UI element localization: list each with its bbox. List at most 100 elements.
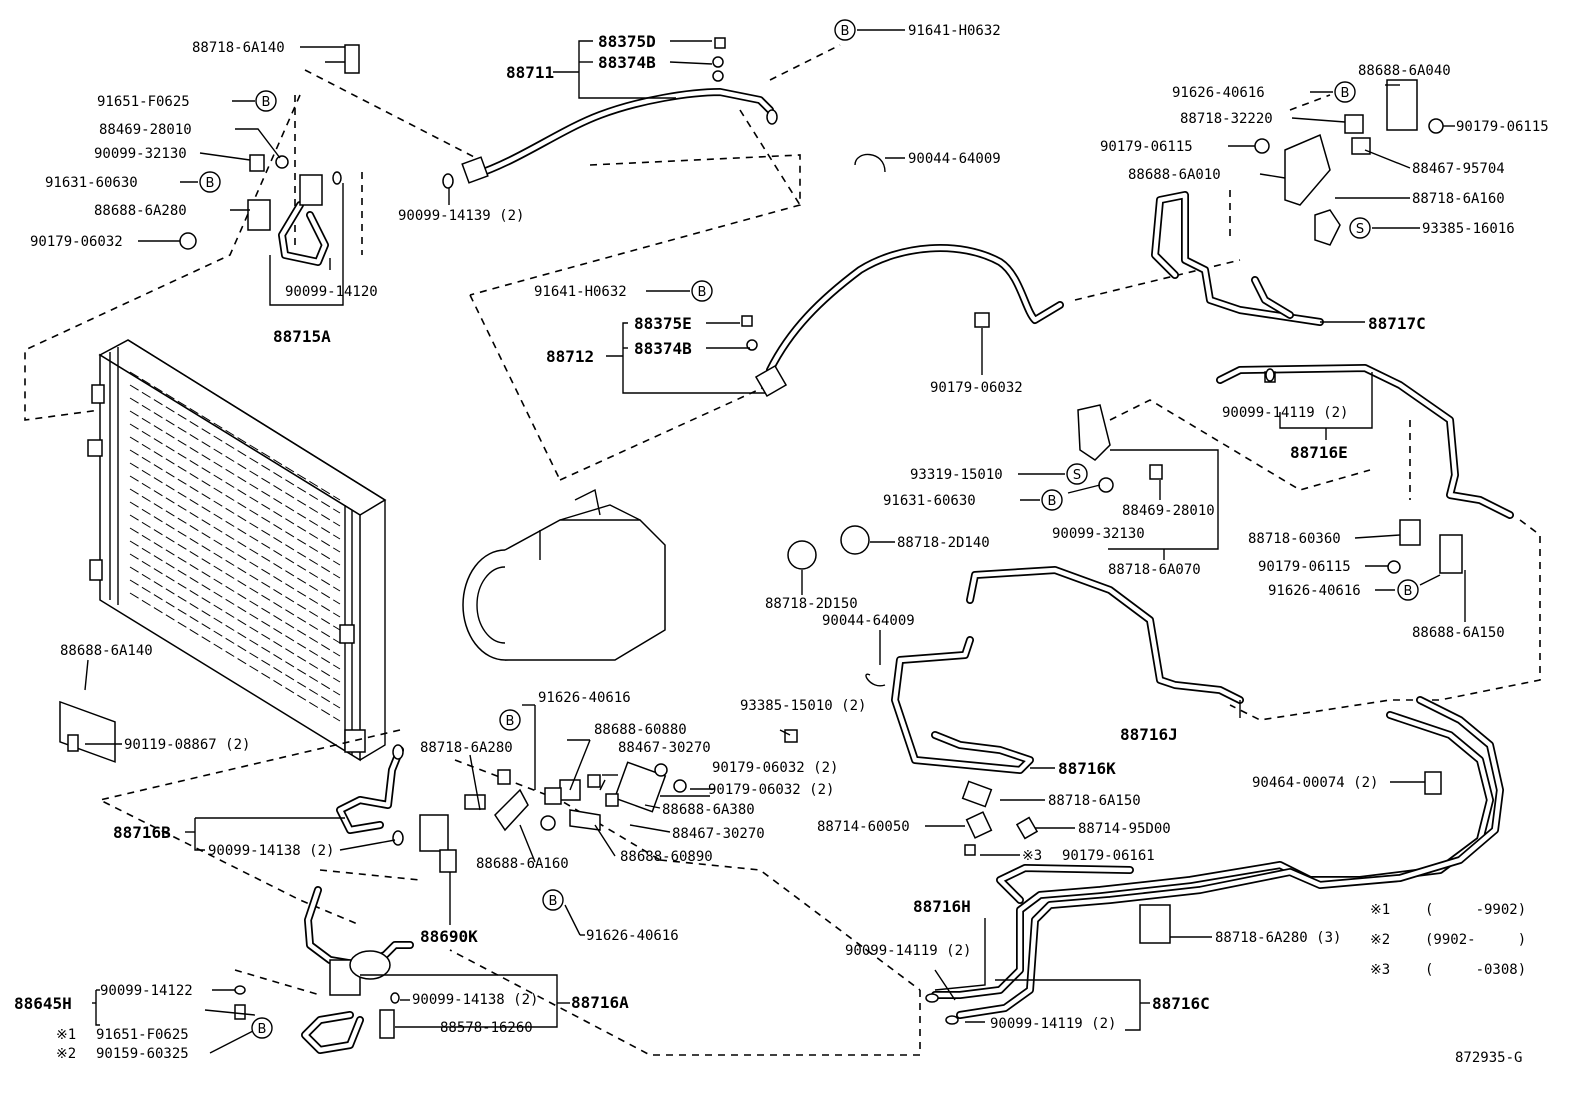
label-88712: 88712 — [546, 347, 594, 366]
svg-text:B: B — [698, 285, 707, 300]
label-90099-14119: 90099-14119 (2) — [990, 1016, 1116, 1032]
label-90464-00074: 90464-00074 (2) — [1252, 775, 1378, 791]
label-90119-08867: 90119-08867 (2) — [124, 737, 250, 753]
label-88718-60360: 88718-60360 — [1248, 531, 1341, 547]
label-91631-60630: 91631-60630 — [883, 493, 976, 509]
s-mark: S — [1349, 217, 1371, 239]
label-91631-60630: 91631-60630 — [45, 175, 138, 191]
notes-legend: ※1 ( -9902) ※2 (9902- ) ※3 ( -0308) 8729… — [1370, 902, 1526, 1066]
svg-text:B: B — [1404, 584, 1413, 599]
label-88375D: 88375D — [598, 32, 656, 51]
label-88578-16260: 88578-16260 — [440, 1020, 533, 1036]
label-90179-06161: 90179-06161 — [1062, 848, 1155, 864]
svg-text:S: S — [1356, 222, 1364, 237]
label-91641-H0632: 91641-H0632 — [908, 23, 1001, 39]
leader-lines — [84, 29, 1466, 1054]
b-mark: B — [251, 1017, 273, 1039]
label-88688-6A150: 88688-6A150 — [1412, 625, 1505, 641]
label-88467-30270: 88467-30270 — [672, 826, 765, 842]
label-88469-28010: 88469-28010 — [99, 122, 192, 138]
b-mark: B — [499, 709, 521, 731]
label-88374B: 88374B — [634, 339, 692, 358]
note-range: ( -0308) — [1425, 962, 1526, 978]
label-90179-06032: 90179-06032 — [930, 380, 1023, 396]
note-range: (9902- ) — [1425, 932, 1526, 948]
label-88688-60890: 88688-60890 — [620, 849, 713, 865]
label-88374B: 88374B — [598, 53, 656, 72]
label-88688-6A280: 88688-6A280 — [94, 203, 187, 219]
label-91626-40616: 91626-40616 — [538, 690, 631, 706]
label-88718-2D140: 88718-2D140 — [897, 535, 990, 551]
label-90179-06115: 90179-06115 — [1258, 559, 1351, 575]
dashed-leaders — [24, 44, 1541, 1056]
b-mark: B — [542, 889, 564, 911]
label-90159-60325: 90159-60325 — [96, 1046, 189, 1062]
svg-text:S: S — [1073, 468, 1081, 483]
label-90179-06115: 90179-06115 — [1456, 119, 1549, 135]
small-parts — [59, 37, 1463, 1039]
label-90099-14138: 90099-14138 (2) — [412, 992, 538, 1008]
label-88688-6A040: 88688-6A040 — [1358, 63, 1451, 79]
b-mark: B — [255, 90, 277, 112]
svg-text:B: B — [1341, 86, 1350, 101]
label-88718-6A070: 88718-6A070 — [1108, 562, 1201, 578]
label-90179-06115: 90179-06115 — [1100, 139, 1193, 155]
label-90099-14139: 90099-14139 (2) — [398, 208, 524, 224]
label-88645H: 88645H — [14, 994, 72, 1013]
b-mark: B — [199, 171, 221, 193]
label-90099-14119: 90099-14119 (2) — [845, 943, 971, 959]
circle-symbols: B B B B B S S B B B B B — [199, 19, 1419, 1039]
s-mark: S — [1066, 463, 1088, 485]
label-88718-6A140: 88718-6A140 — [192, 40, 285, 56]
mark-2: ※2 — [56, 1046, 76, 1062]
svg-text:B: B — [549, 894, 558, 909]
note-mark: ※2 — [1370, 932, 1390, 948]
label-88690K: 88690K — [420, 927, 478, 946]
compressor — [462, 488, 666, 661]
mark-3: ※3 — [1022, 848, 1042, 864]
part-labels: 88718-6A140 91651-F0625 88469-28010 9009… — [14, 23, 1549, 1062]
svg-text:B: B — [262, 95, 271, 110]
label-88718-6A280: 88718-6A280 — [420, 740, 513, 756]
b-mark: B — [1397, 579, 1419, 601]
label-88716J: 88716J — [1120, 725, 1178, 744]
label-88469-28010: 88469-28010 — [1122, 503, 1215, 519]
label-88716E: 88716E — [1290, 443, 1348, 462]
label-88716K: 88716K — [1058, 759, 1116, 778]
label-88467-30270: 88467-30270 — [618, 740, 711, 756]
label-88715A: 88715A — [273, 327, 331, 346]
label-91651-F0625: 91651-F0625 — [97, 94, 190, 110]
condenser — [87, 339, 387, 762]
svg-text:B: B — [206, 176, 215, 191]
label-88717C: 88717C — [1368, 314, 1426, 333]
label-88716B: 88716B — [113, 823, 171, 842]
b-mark: B — [691, 280, 713, 302]
label-93385-16016: 93385-16016 — [1422, 221, 1515, 237]
svg-text:B: B — [258, 1022, 267, 1037]
label-88711: 88711 — [506, 63, 554, 82]
label-90099-14119: 90099-14119 (2) — [1222, 405, 1348, 421]
label-90044-64009: 90044-64009 — [822, 613, 915, 629]
svg-text:B: B — [841, 24, 850, 39]
label-93319-15010: 93319-15010 — [910, 467, 1003, 483]
label-88375E: 88375E — [634, 314, 692, 333]
pipes — [278, 88, 1514, 1054]
label-88716A: 88716A — [571, 993, 629, 1012]
note-range: ( -9902) — [1425, 902, 1526, 918]
label-90179-06032: 90179-06032 — [30, 234, 123, 250]
label-88718-6A150: 88718-6A150 — [1048, 793, 1141, 809]
b-mark: B — [1334, 81, 1356, 103]
label-91641-H0632: 91641-H0632 — [534, 284, 627, 300]
label-90179-06032: 90179-06032 (2) — [708, 782, 834, 798]
b-mark: B — [1041, 489, 1063, 511]
label-88688-6A160: 88688-6A160 — [476, 856, 569, 872]
label-88716C: 88716C — [1152, 994, 1210, 1013]
label-91626-40616: 91626-40616 — [1172, 85, 1265, 101]
label-88688-60880: 88688-60880 — [594, 722, 687, 738]
label-91626-40616: 91626-40616 — [1268, 583, 1361, 599]
label-93385-15010: 93385-15010 (2) — [740, 698, 866, 714]
label-90099-32130: 90099-32130 — [94, 146, 187, 162]
note-mark: ※1 — [1370, 902, 1390, 918]
